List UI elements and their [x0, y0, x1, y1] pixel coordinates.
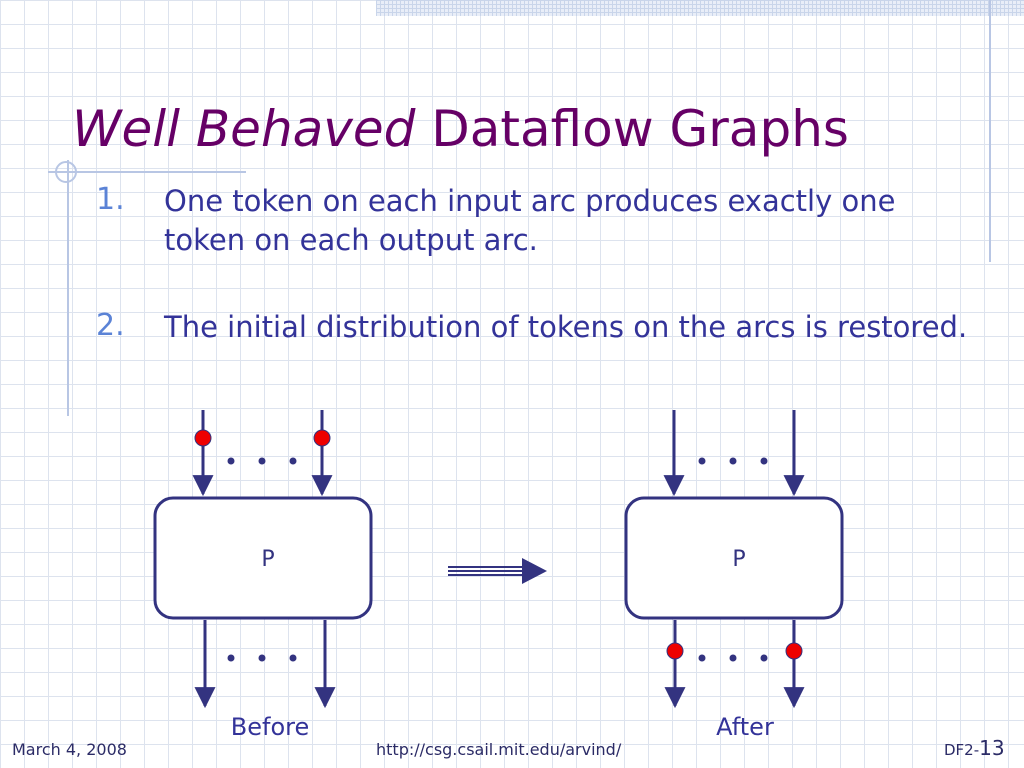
after-output-ellipsis — [698, 654, 768, 662]
rules-list: 1. One token on each input arc produces … — [96, 182, 976, 347]
footer-url: http://csg.csail.mit.edu/arvind/ — [376, 740, 622, 759]
after-process-box — [624, 496, 844, 620]
before-caption: Before — [231, 713, 309, 741]
page-number: 13 — [979, 736, 1005, 760]
before-token-right — [313, 429, 331, 447]
before-process-box — [153, 496, 373, 620]
title-italic-part: Well Behaved — [72, 100, 416, 158]
slide-title: Well Behaved Dataflow Graphs — [72, 100, 849, 158]
crosshair-ring — [55, 161, 77, 183]
top-decor-band — [376, 0, 1024, 16]
rule-text-1: One token on each input arc produces exa… — [164, 184, 896, 257]
rule-item-1: 1. One token on each input arc produces … — [96, 182, 976, 260]
rule-number-2: 2. — [96, 308, 125, 343]
before-input-ellipsis — [227, 457, 297, 465]
title-rest-part: Dataflow Graphs — [415, 100, 849, 158]
before-output-ellipsis — [227, 654, 297, 662]
footer-date: March 4, 2008 — [12, 740, 127, 759]
after-graph: P After — [624, 410, 844, 741]
rule-item-2: 2. The initial distribution of tokens on… — [96, 308, 976, 347]
rule-text-2: The initial distribution of tokens on th… — [164, 310, 968, 344]
after-box-label: P — [732, 547, 745, 572]
before-graph: P Before — [153, 410, 373, 741]
before-box-label: P — [261, 547, 274, 572]
page-prefix: DF2- — [944, 741, 980, 759]
after-caption: After — [716, 713, 774, 741]
footer-page-number: DF2-13 — [944, 736, 1005, 760]
before-token-left — [194, 429, 212, 447]
after-token-right — [785, 642, 803, 660]
after-input-ellipsis — [698, 457, 768, 465]
rule-number-1: 1. — [96, 182, 125, 217]
transition-arrow — [448, 558, 547, 584]
after-token-left — [666, 642, 684, 660]
